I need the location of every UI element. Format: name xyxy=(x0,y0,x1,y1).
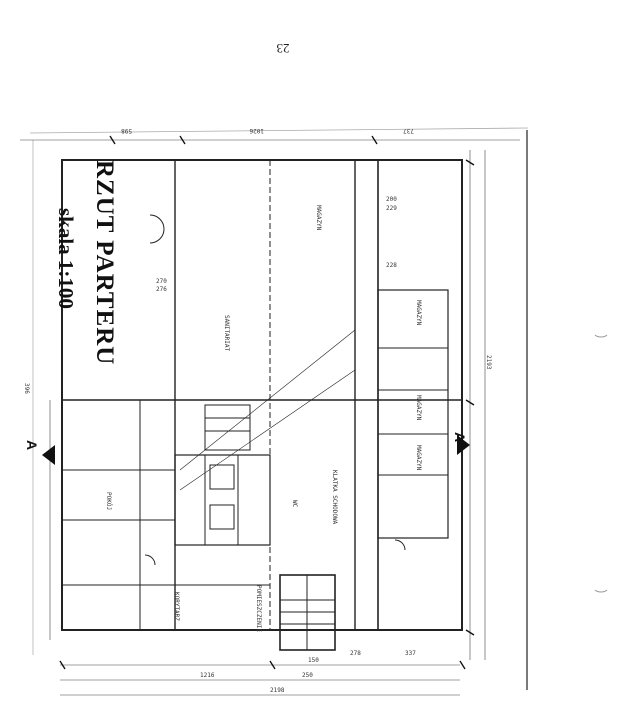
dimension-label: 337 xyxy=(405,650,416,657)
dimension-label: 276 xyxy=(156,286,167,293)
section-label-left: A xyxy=(24,440,40,451)
room-label: MAGAZYN xyxy=(315,205,322,231)
dimension-label: 737 xyxy=(403,127,414,134)
dimension-label: 270 xyxy=(156,278,167,285)
dimension-label: 1216 xyxy=(200,672,215,679)
dimension-label: 598 xyxy=(121,127,132,134)
room-label: MAGAZYN xyxy=(415,395,422,421)
room-label: KLATKA SCHODOWA xyxy=(331,470,338,525)
room-label: MAGAZYN xyxy=(415,300,422,326)
room-label: MAGAZYN xyxy=(415,445,422,471)
section-marker-right xyxy=(457,435,470,455)
building-outline xyxy=(61,159,463,631)
section-label-right: A xyxy=(452,432,468,443)
dimension-label: 229 xyxy=(386,205,397,212)
plan-title: RZUT PARTERU xyxy=(91,160,118,366)
dimension-label: 2198 xyxy=(270,687,285,694)
dimension-label: 278 xyxy=(350,650,361,657)
room-label: POKÓJ xyxy=(105,492,112,511)
room-label: SANITARIAT xyxy=(223,315,230,352)
dimension-label: 228 xyxy=(386,262,397,269)
dimension-label: 2193 xyxy=(485,355,492,370)
room-label: KORYTARZ xyxy=(173,592,180,621)
room-label: POMIESZCZENIE xyxy=(255,585,262,632)
dimension-label: 396 xyxy=(23,383,30,394)
dimension-label: 200 xyxy=(386,196,397,203)
room-label: WC xyxy=(291,500,298,508)
dimension-label: 1026 xyxy=(249,127,264,134)
section-marker-left xyxy=(42,445,55,465)
dimension-label: 150 xyxy=(308,657,319,664)
dimension-label: 250 xyxy=(302,672,313,679)
plan-scale: skala 1:100 xyxy=(54,208,78,309)
